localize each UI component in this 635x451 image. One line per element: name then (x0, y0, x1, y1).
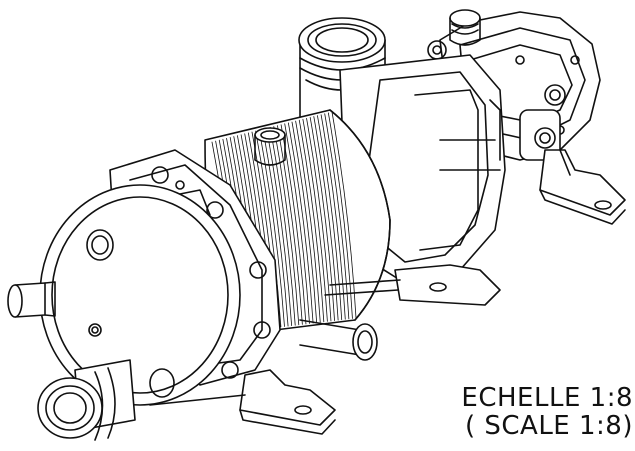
right-mounting-foot (539, 149, 626, 225)
front-end-cover (39, 184, 241, 406)
cooling-fin (262, 128, 289, 327)
scale-annotation: ECHELLE 1:8 ( SCALE 1:8) (418, 384, 633, 440)
cooling-fin (269, 127, 296, 326)
left-mounting-foot (149, 369, 336, 435)
cooling-fin (306, 117, 332, 322)
motor-top-nozzle (254, 127, 286, 166)
cooling-fin (298, 119, 325, 323)
cooling-fin (273, 126, 300, 326)
cooling-fin (302, 118, 328, 322)
cooling-fin (309, 117, 335, 321)
top-cap-knob (427, 9, 481, 60)
cooling-fin (266, 127, 293, 327)
scale-label-english: ( SCALE 1:8) (464, 411, 633, 441)
cooling-fin (277, 125, 303, 325)
lower-pipe (299, 319, 378, 361)
cooling-fin (255, 130, 282, 328)
scale-label: ECHELLE 1:8 (461, 383, 633, 413)
cooling-fin (291, 121, 318, 324)
cooling-fin (313, 116, 339, 321)
cooling-fin (295, 120, 321, 323)
cooling-fin (258, 129, 285, 327)
center-mounting-foot (324, 264, 501, 306)
suction-flange (37, 359, 136, 441)
side-inlet-stub (7, 281, 56, 318)
cooling-fin (287, 122, 314, 324)
cooling-fin (284, 123, 310, 324)
